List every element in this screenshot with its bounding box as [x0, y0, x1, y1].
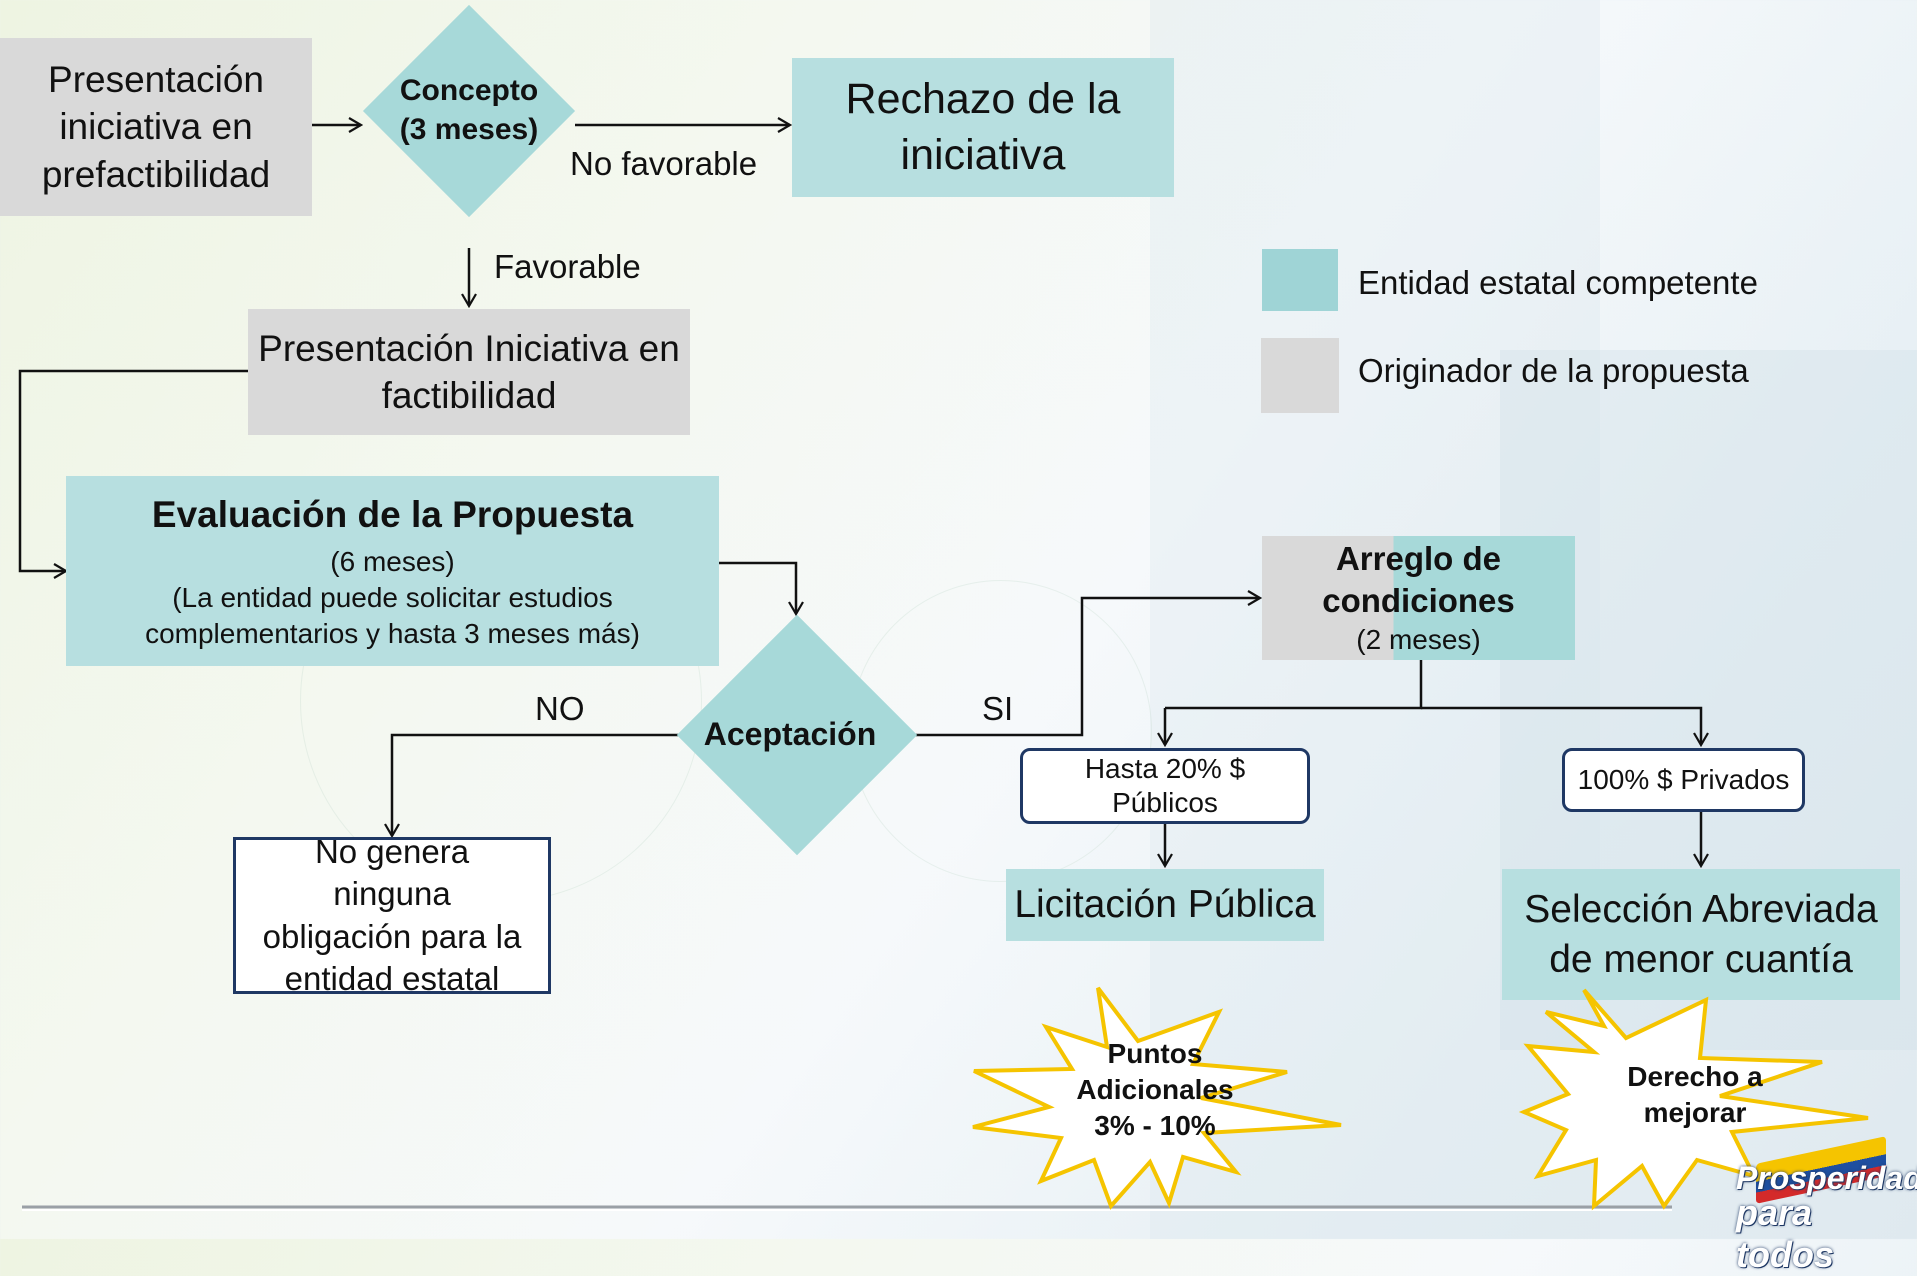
edge-label-si: SI — [982, 690, 1014, 727]
legend-swatch-originador — [1261, 338, 1339, 413]
arrow-factibilidad-to-evaluacion — [18, 369, 248, 571]
arrow-aceptacion-to-arreglo — [902, 598, 1260, 737]
decision-concepto-line1: Concepto — [399, 74, 539, 107]
node-evaluacion-note: (La entidad puede solicitar estudios com… — [145, 581, 640, 649]
node-prefactibilidad-text: Presentación iniciativa en prefactibilid… — [41, 58, 271, 195]
node-privados: 100% $ Privados — [1562, 748, 1805, 812]
node-seleccion-text: Selección Abreviada de menor cuantía — [1524, 887, 1878, 981]
node-hasta20-text: Hasta 20% $ Públicos — [1084, 753, 1246, 818]
logo-prosperidad: Prosperidad para todos — [1726, 1136, 1917, 1275]
node-hasta20: Hasta 20% $ Públicos — [1020, 748, 1310, 824]
legend-label-originador: Originador de la propuesta — [1358, 352, 1749, 389]
node-arreglo-text: Arreglo de condiciones (2 meses) — [1262, 536, 1575, 660]
node-licitacion: Licitación Pública — [1006, 869, 1324, 941]
starbursts — [972, 986, 1869, 1211]
decision-concepto-line2: (3 meses) — [399, 113, 539, 146]
node-rechazo-text: Rechazo de la iniciativa — [845, 75, 1121, 179]
connector-lines — [18, 0, 1917, 1209]
node-evaluacion-title: Evaluación de la Propuesta — [151, 493, 634, 535]
node-factibilidad: Presentación Iniciativa en factibilidad — [248, 309, 690, 435]
edge-label-no: NO — [535, 690, 585, 727]
node-evaluacion: Evaluación de la Propuesta (6 meses) (La… — [66, 476, 719, 666]
node-licitacion-text: Licitación Pública — [1014, 883, 1316, 927]
star-puntos-text: Puntos Adicionales 3% - 10% — [1076, 1038, 1234, 1141]
decision-aceptacion-text: Aceptación — [703, 716, 877, 753]
node-evaluacion-duration: (6 meses) — [330, 545, 455, 577]
node-arreglo-duration: (2 meses) — [1356, 624, 1481, 656]
node-factibilidad-text: Presentación Iniciativa en factibilidad — [258, 327, 680, 416]
star-derecho-shape — [1518, 988, 1869, 1211]
edge-label-no-favorable: No favorable — [570, 145, 758, 182]
legend-swatch-entidad — [1262, 249, 1338, 311]
arrow-evaluacion-to-aceptacion — [719, 561, 796, 614]
node-no-genera: No genera ninguna obligación para la ent… — [233, 833, 551, 997]
decision-concepto: Concepto (3 meses) — [380, 70, 558, 150]
star-puntos: Puntos Adicionales 3% - 10% — [1060, 1030, 1250, 1150]
logo-text-line2: para todos — [1736, 1192, 1834, 1275]
decision-aceptacion: Aceptación — [690, 710, 890, 760]
legend-label-entidad: Entidad estatal competente — [1358, 264, 1758, 301]
logo-text-line1: Prosperidad — [1736, 1160, 1917, 1196]
star-derecho-text: Derecho a mejorar — [1627, 1061, 1763, 1128]
edge-label-favorable: Favorable — [494, 248, 641, 285]
arrow-to-privados — [1421, 706, 1701, 745]
star-derecho: Derecho a mejorar — [1610, 1050, 1780, 1140]
node-no-genera-text: No genera ninguna obligación para la ent… — [262, 833, 522, 997]
node-rechazo: Rechazo de la iniciativa — [792, 58, 1174, 197]
node-privados-text: 100% $ Privados — [1577, 764, 1790, 796]
node-arreglo-title: Arreglo de condiciones — [1322, 539, 1515, 620]
node-prefactibilidad: Presentación iniciativa en prefactibilid… — [0, 38, 312, 216]
arrow-aceptacion-to-nogenera — [392, 733, 700, 836]
node-seleccion: Selección Abreviada de menor cuantía — [1502, 869, 1900, 1000]
star-puntos-shape — [972, 986, 1342, 1210]
node-arreglo — [1262, 536, 1575, 660]
